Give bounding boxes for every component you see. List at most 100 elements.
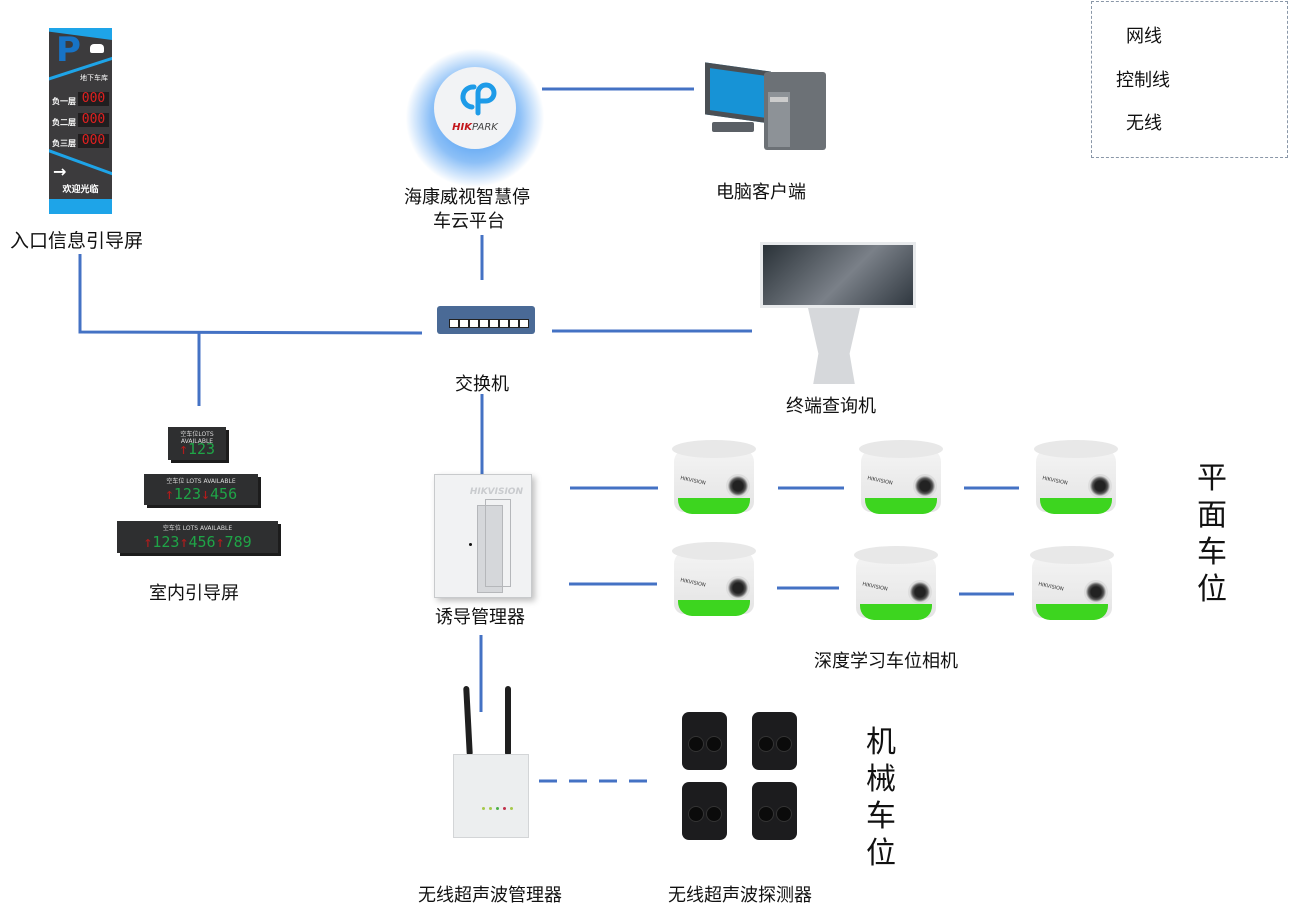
port bbox=[519, 319, 529, 328]
vertical-char: 面 bbox=[1197, 498, 1227, 533]
vertical-char: 车 bbox=[866, 799, 896, 834]
guidance-manager-cabinet-image: HIKVISION bbox=[434, 474, 532, 598]
cabinet-door-outline bbox=[485, 499, 511, 587]
hikpark-brand: HIKPARK bbox=[434, 122, 516, 133]
led-number: 456 bbox=[210, 485, 238, 503]
floor-count: 000 bbox=[78, 134, 109, 148]
car-icon bbox=[90, 44, 104, 53]
antenna-icon bbox=[505, 686, 511, 756]
tower-bay bbox=[770, 97, 788, 102]
arrow-right-icon: → bbox=[53, 162, 67, 181]
sign-bottom-stripe bbox=[49, 199, 112, 214]
parking-camera-icon: HIKVISION bbox=[852, 546, 938, 624]
led-header: 空车位 LOTS AVAILABLE bbox=[166, 478, 236, 485]
floor-label: 负二层 bbox=[52, 118, 76, 127]
port bbox=[479, 319, 489, 328]
led-number: 123 bbox=[187, 440, 216, 458]
floor-count: 000 bbox=[78, 113, 109, 127]
port bbox=[469, 319, 479, 328]
arrow-up-icon: ↑ bbox=[164, 485, 174, 503]
arrow-up-icon: ↑ bbox=[179, 533, 189, 551]
entrance-screen-label: 入口信息引导屏 bbox=[10, 230, 144, 252]
indoor-led-panel-3: 空车位 LOTS AVAILABLE ↑123↑456↑789 bbox=[117, 521, 278, 553]
pc-monitor-stand bbox=[712, 122, 754, 132]
led-light bbox=[489, 807, 492, 810]
kiosk-screen-image bbox=[760, 242, 916, 308]
mechanical-parking-label: 机械车位 bbox=[863, 724, 899, 872]
ultrasonic-detector-icon bbox=[752, 782, 797, 840]
parking-camera-icon: HIKVISION bbox=[670, 440, 756, 518]
legend-label: 无线 bbox=[1126, 113, 1162, 134]
port bbox=[509, 319, 519, 328]
led-header: 空车位LOTS AVAILABLE bbox=[180, 431, 214, 445]
cloud-platform-label-line1: 海康威视智慧停 bbox=[404, 187, 530, 208]
parking-camera-icon: HIKVISION bbox=[1028, 546, 1114, 624]
legend-label: 控制线 bbox=[1116, 70, 1170, 91]
arrow-up-icon: ↑ bbox=[178, 440, 188, 458]
ultrasonic-detector-icon bbox=[682, 782, 727, 840]
ultrasonic-detector-icon bbox=[682, 712, 727, 770]
cabinet-door bbox=[477, 505, 503, 593]
vertical-char: 车 bbox=[1197, 535, 1227, 570]
vertical-char: 位 bbox=[866, 836, 896, 871]
port bbox=[449, 319, 459, 328]
cameras-label: 深度学习车位相机 bbox=[814, 651, 958, 672]
wireless-detectors-label: 无线超声波探测器 bbox=[668, 885, 812, 906]
led-light bbox=[496, 807, 499, 810]
switch-label: 交换机 bbox=[455, 374, 509, 395]
led-light bbox=[503, 807, 506, 810]
tower-front bbox=[768, 92, 790, 147]
kiosk-stand bbox=[808, 308, 860, 384]
floor-count: 000 bbox=[78, 92, 109, 106]
arrow-up-icon: ↑ bbox=[143, 533, 153, 551]
sign-welcome: 欢迎光临 bbox=[62, 185, 99, 195]
kiosk-label: 终端查询机 bbox=[786, 396, 876, 417]
parking-p-icon: P bbox=[56, 30, 81, 70]
vertical-char: 平 bbox=[1197, 461, 1227, 496]
cabinet-lock bbox=[469, 543, 472, 546]
cabinet-brand: HIKVISION bbox=[469, 487, 523, 497]
entrance-guidance-screen-image: P 地下车库 负一层 000 负二层 000 负三层 000 → 欢迎光临 bbox=[49, 28, 112, 214]
vertical-char: 械 bbox=[866, 762, 896, 797]
ultrasonic-detector-icon bbox=[752, 712, 797, 770]
port bbox=[459, 319, 469, 328]
indoor-led-panel-1: 空车位LOTS AVAILABLE ↑123 bbox=[168, 427, 226, 460]
indoor-led-panel-2: 空车位 LOTS AVAILABLE ↑123↓456 bbox=[144, 474, 258, 505]
vertical-char: 机 bbox=[866, 725, 896, 760]
hikpark-cloud-logo: HIKPARK bbox=[434, 67, 516, 149]
network-switch-icon bbox=[437, 306, 535, 334]
led-number: 123 bbox=[173, 485, 201, 503]
parking-camera-icon: HIKVISION bbox=[1032, 440, 1118, 518]
brand-hik: HIK bbox=[452, 122, 472, 133]
floor-label: 负一层 bbox=[52, 97, 76, 106]
legend-label: 网线 bbox=[1126, 26, 1162, 47]
port bbox=[499, 319, 509, 328]
parking-camera-icon: HIKVISION bbox=[857, 440, 943, 518]
led-light bbox=[482, 807, 485, 810]
cloud-p-icon bbox=[460, 82, 497, 116]
brand-park: PARK bbox=[471, 122, 498, 133]
sign-title: 地下车库 bbox=[80, 74, 108, 82]
arrow-up-icon: ↑ bbox=[215, 533, 225, 551]
arrow-down-icon: ↓ bbox=[201, 485, 211, 503]
led-number: 789 bbox=[224, 533, 252, 551]
guidance-manager-label: 诱导管理器 bbox=[435, 607, 525, 628]
led-number: 123 bbox=[152, 533, 180, 551]
flat-parking-label: 平面车位 bbox=[1194, 460, 1230, 608]
cloud-platform-label-line2: 车云平台 bbox=[433, 211, 505, 232]
wireless-manager-device-image bbox=[453, 754, 529, 838]
parking-camera-icon: HIKVISION bbox=[670, 542, 756, 620]
port bbox=[489, 319, 499, 328]
pc-client-label: 电脑客户端 bbox=[716, 182, 806, 203]
legend: 网线 控制线 无线 bbox=[1091, 1, 1288, 158]
pc-tower-icon bbox=[764, 72, 826, 150]
line-entrance-to-switch bbox=[78, 254, 423, 335]
led-light bbox=[510, 807, 513, 810]
led-number: 456 bbox=[188, 533, 216, 551]
indoor-screen-label: 室内引导屏 bbox=[149, 583, 239, 604]
pc-monitor-icon bbox=[705, 62, 771, 124]
legend-item-network: 网线 bbox=[1092, 22, 1287, 47]
wireless-manager-label: 无线超声波管理器 bbox=[418, 885, 562, 906]
led-header: 空车位 LOTS AVAILABLE bbox=[162, 525, 233, 532]
